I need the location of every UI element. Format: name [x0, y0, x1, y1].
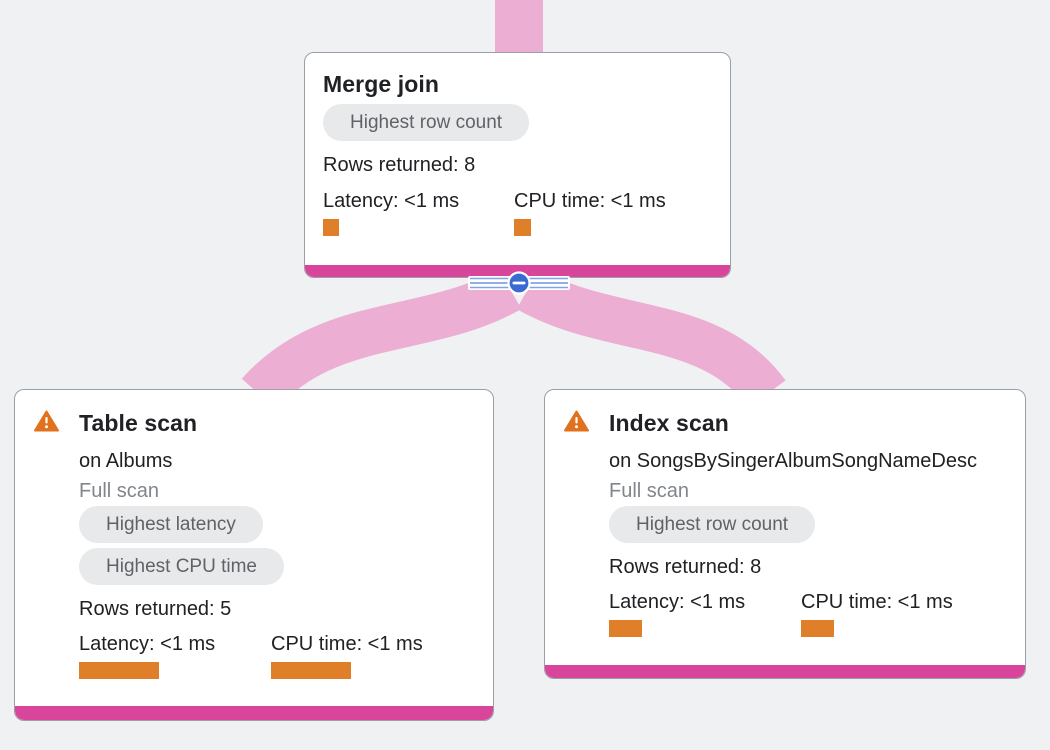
cpu-metric: CPU time: <1 ms: [514, 189, 705, 236]
cpu-time-label: CPU time: <1 ms: [271, 633, 423, 655]
metrics-row: Latency: <1 ms CPU time: <1 ms: [609, 590, 1009, 637]
chip-highest-row-count: Highest row count: [609, 506, 816, 543]
cpu-time-bar: [514, 219, 531, 236]
latency-label: Latency: <1 ms: [79, 633, 216, 655]
node-body: Merge join Highest row count Rows return…: [305, 53, 730, 277]
chip-highest-cpu-time: Highest CPU time: [79, 548, 284, 585]
cpu-time-label: CPU time: <1 ms: [514, 190, 666, 212]
edge-merge-join-to-table-scan: [241, 268, 522, 410]
edge-merge-join-to-index-scan: [516, 268, 786, 409]
cpu-time-bar: [271, 662, 351, 679]
latency-label: Latency: <1 ms: [609, 591, 746, 613]
rows-returned-label: Rows returned: 5: [79, 598, 232, 620]
node-title: Merge join: [323, 71, 440, 97]
rows-returned-label: Rows returned: 8: [323, 154, 476, 176]
node-title: Index scan: [609, 410, 729, 436]
latency-metric: Latency: <1 ms: [79, 632, 271, 679]
plan-node-merge-join[interactable]: Merge join Highest row count Rows return…: [304, 52, 731, 278]
collapse-button-graphic: [468, 271, 570, 295]
metrics-row: Latency: <1 ms CPU time: <1 ms: [79, 632, 477, 679]
badge-chips: Highest row count: [609, 506, 1009, 548]
node-subtitle: on Albums: [79, 450, 173, 472]
latency-bar: [609, 620, 642, 637]
node-accent-bar: [545, 665, 1025, 678]
node-accent-bar: [305, 265, 730, 277]
rows-returned-label: Rows returned: 8: [609, 556, 762, 578]
warning-icon: [564, 410, 589, 432]
scan-type-label: Full scan: [79, 480, 160, 502]
badge-chips: Highest row count: [323, 104, 714, 146]
node-accent-bar: [15, 706, 493, 720]
plan-node-index-scan[interactable]: Index scan on SongsBySingerAlbumSongName…: [544, 389, 1026, 679]
node-body: Table scan on Albums Full scan Highest l…: [15, 390, 493, 720]
chip-highest-latency: Highest latency: [79, 506, 263, 543]
latency-metric: Latency: <1 ms: [323, 189, 514, 236]
node-subtitle: on SongsBySingerAlbumSongNameDesc: [609, 450, 977, 472]
latency-label: Latency: <1 ms: [323, 190, 460, 212]
latency-metric: Latency: <1 ms: [609, 590, 801, 637]
node-body: Index scan on SongsBySingerAlbumSongName…: [545, 390, 1025, 678]
cpu-time-bar: [801, 620, 834, 637]
scan-type-label: Full scan: [609, 480, 690, 502]
latency-bar: [323, 219, 339, 236]
metrics-row: Latency: <1 ms CPU time: <1 ms: [323, 189, 714, 236]
warning-icon: [34, 410, 59, 432]
node-title: Table scan: [79, 410, 198, 436]
plan-node-table-scan[interactable]: Table scan on Albums Full scan Highest l…: [14, 389, 494, 721]
badge-chips: Highest latency Highest CPU time: [79, 506, 477, 590]
cpu-time-label: CPU time: <1 ms: [801, 591, 953, 613]
cpu-metric: CPU time: <1 ms: [271, 632, 463, 679]
minus-icon: [512, 281, 526, 285]
cpu-metric: CPU time: <1 ms: [801, 590, 993, 637]
edge-parent-to-merge-join: [495, 0, 543, 54]
chip-highest-row-count: Highest row count: [323, 104, 530, 141]
collapse-children-button[interactable]: [467, 269, 571, 297]
latency-bar: [79, 662, 159, 679]
